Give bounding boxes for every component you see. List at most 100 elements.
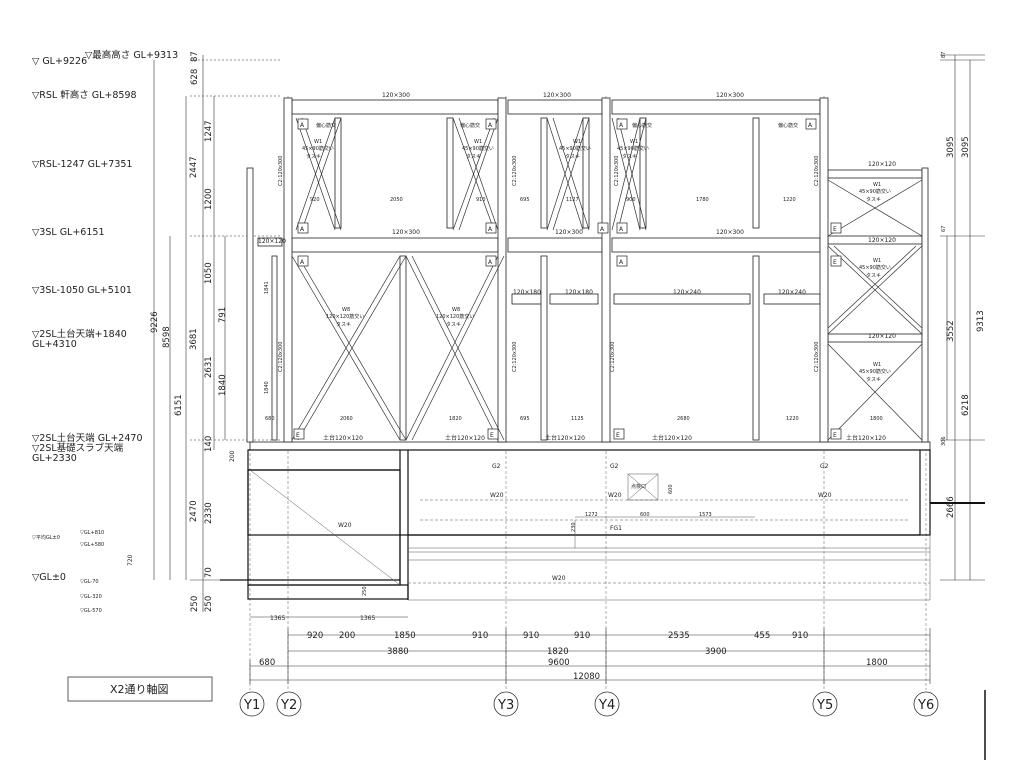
bottom-dim: 3880: [387, 647, 409, 657]
dim-791: 791: [218, 307, 228, 323]
level-max-height: ▽最高高さ GL+9313: [85, 49, 178, 61]
dim-628: 628: [190, 69, 200, 85]
dodai-label: 土台120×120: [323, 434, 363, 442]
foundation-w20: W20: [552, 575, 566, 582]
brace-w8: W8: [452, 307, 460, 313]
dodai-label: 土台120×120: [545, 434, 585, 442]
dim-r3552: 3552: [946, 320, 956, 342]
mark-e: E: [833, 432, 837, 439]
mark-a: A: [488, 259, 493, 266]
bottom-dim: 9600: [548, 658, 570, 668]
bottom-dim: 910: [472, 631, 488, 641]
brace-tasuki: タスキ: [466, 153, 481, 160]
brace-eccentric-label: 偏心筋交: [460, 122, 480, 129]
foundation-dim: 600: [668, 484, 674, 494]
brace-w8-spec: 120×120筋交い: [326, 313, 364, 320]
foundation-dim: 230: [571, 522, 577, 532]
dim-r9313: 9313: [976, 310, 986, 332]
dim-2330: 2330: [204, 502, 214, 524]
mark-e: E: [616, 432, 620, 439]
inner-dim: 2050: [390, 197, 403, 203]
bottom-dim: 200: [339, 631, 355, 641]
inner-dim: 1220: [783, 197, 796, 203]
brace-eccentric-label: 偏心筋交: [778, 122, 798, 129]
beam-label: 120×120: [868, 161, 896, 168]
bottom-dim: 1365: [360, 615, 375, 622]
level-gl810: ▽GL+810: [80, 530, 104, 536]
inner-dim: 1125: [571, 416, 584, 422]
foundation-dim: 1573: [699, 512, 712, 518]
dim-r3095a: 3095: [946, 136, 956, 158]
mark-a: A: [600, 226, 605, 233]
dim-r6218: 6218: [961, 394, 971, 416]
bottom-dim: 1365: [270, 615, 285, 622]
brace-w1: W1: [573, 139, 581, 145]
mark-a: A: [488, 122, 493, 129]
dim-3681: 3681: [189, 328, 199, 350]
inner-dim: 1127: [566, 197, 579, 203]
beam-label: 120×180: [513, 289, 541, 296]
inner-dim-vertical: 1841: [264, 281, 270, 294]
dim-r67: 67: [941, 226, 947, 232]
bottom-dim-total: 12080: [573, 672, 600, 682]
title-box: [67, 676, 213, 702]
dim-8598: 8598: [162, 326, 172, 348]
column-label: C2:120x300: [278, 342, 284, 372]
bottom-dim: 1850: [394, 631, 416, 641]
axis-marker-y2: [276, 691, 302, 717]
brace-w1-spec: 45×90筋交い: [617, 145, 649, 152]
mark-a: A: [619, 259, 624, 266]
brace-tasuki: タスキ: [866, 376, 881, 383]
brace-tasuki: タスキ: [336, 321, 351, 328]
foundation-w20: W20: [608, 492, 622, 499]
inner-dim: 2680: [677, 416, 690, 422]
bottom-dim: 920: [307, 631, 323, 641]
axis-label-y5: Y5: [816, 698, 833, 713]
foundation-fg1: FG1: [610, 525, 622, 532]
brace-tasuki: タスキ: [446, 321, 461, 328]
dim-70: 70: [204, 567, 214, 578]
level-2sl-slab: ▽2SL基礎スラブ天端: [32, 442, 124, 454]
dim-87: 87: [190, 51, 200, 62]
level-avg-gl: ▽平均GL±0: [32, 534, 60, 541]
foundation-w20: W20: [490, 492, 504, 499]
mark-e: E: [296, 432, 300, 439]
inner-dim: 2060: [340, 416, 353, 422]
foundation-w20: W20: [338, 522, 352, 529]
level-gl-320: ▽GL-320: [80, 594, 102, 600]
dim-r2666: 2666: [946, 496, 956, 518]
brace-w1-spec: 45×90筋交い: [559, 145, 591, 152]
bottom-dim: 3900: [705, 647, 727, 657]
beam-label: 120×120: [868, 237, 896, 244]
mark-a: A: [619, 226, 624, 233]
column-label: C2:120x300: [610, 342, 616, 372]
dim-720: 720: [127, 554, 134, 566]
bottom-dim: 910: [792, 631, 808, 641]
axis-label-y3: Y3: [497, 698, 514, 713]
mark-a: A: [808, 122, 813, 129]
brace-w1: W1: [873, 362, 881, 368]
foundation-g2: G2: [610, 463, 619, 470]
foundation-dim: 250: [362, 586, 368, 596]
drawing-title: X2通り軸図: [110, 682, 169, 696]
column-label: C2:120x300: [278, 156, 284, 186]
inner-dim: 900: [626, 197, 636, 203]
bottom-dim: 1800: [866, 658, 888, 668]
axis-marker-y3: [493, 691, 519, 717]
inspection-port-label: 点検口: [631, 483, 646, 490]
brace-eccentric-label: 偏心筋交: [316, 122, 336, 129]
brace-w1-spec: 45×90筋交い: [859, 368, 891, 375]
beam-label: 120×180: [565, 289, 593, 296]
brace-tasuki: タスキ: [565, 153, 580, 160]
inner-dim: 920: [310, 197, 320, 203]
bottom-dim: 1820: [547, 647, 569, 657]
beam-label: 120×120: [258, 238, 286, 245]
brace-w8: W8: [342, 307, 350, 313]
level-2sl-1840: ▽2SL土台天端+1840: [32, 328, 127, 340]
brace-tasuki: タスキ: [866, 196, 881, 203]
level-gl4310: GL+4310: [32, 339, 77, 350]
dodai-label: 土台120×120: [652, 434, 692, 442]
inner-dim: 1800: [870, 416, 883, 422]
brace-eccentric-label: 偏心筋交: [632, 122, 652, 129]
mark-e: E: [833, 259, 837, 266]
